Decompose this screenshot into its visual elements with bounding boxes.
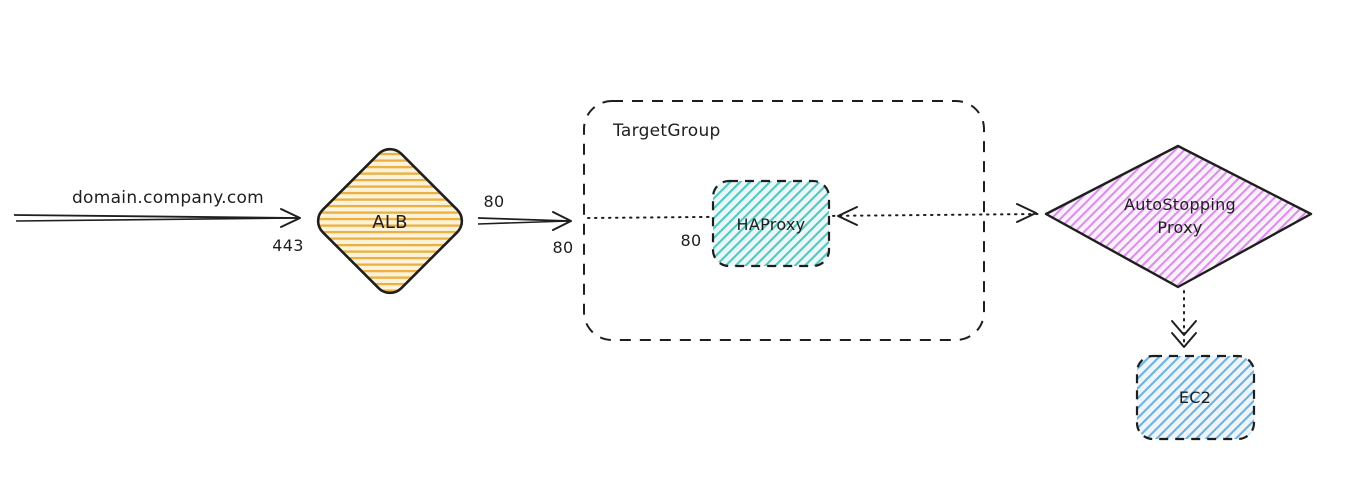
haproxy-node: HAProxy 80 — [681, 179, 831, 268]
ec2-node: EC2 — [1135, 354, 1256, 441]
alb-diamond-shape — [316, 147, 464, 295]
domain-label: domain.company.com — [72, 188, 264, 208]
connector-arrowhead-right-icon — [1016, 203, 1037, 223]
autostopping-label-line1: AutoStopping — [1124, 195, 1236, 214]
ingress-arrow-line-sketch — [15, 217, 299, 222]
down-arrowhead-upper-icon — [1171, 320, 1197, 336]
ec2-box-shape — [1135, 354, 1256, 441]
alb-targetgroup-arrow-line-sketch — [477, 220, 570, 225]
connector-arrowhead-left-icon — [837, 206, 858, 226]
ingress-arrowhead-icon — [280, 208, 301, 228]
port-80-at-alb-label: 80 — [484, 192, 505, 211]
ingress-arrow-line — [13, 214, 299, 219]
haproxy-port-80-label: 80 — [681, 231, 702, 250]
ingress-arrow: domain.company.com 443 — [13, 188, 303, 255]
autostopping-diamond-shape — [1044, 144, 1313, 289]
autostopping-ec2-arrow — [1171, 290, 1197, 348]
down-arrowhead-lower-icon — [1171, 332, 1197, 348]
haproxy-autostopping-connector — [587, 203, 1042, 226]
port-80-at-targetgroup-label: 80 — [553, 238, 574, 257]
ec2-label: EC2 — [1179, 388, 1211, 407]
targetgroup-label: TargetGroup — [612, 121, 721, 141]
haproxy-label: HAProxy — [737, 215, 806, 234]
haproxy-box-shape — [711, 179, 831, 268]
alb-targetgroup-arrow: 80 80 — [477, 192, 574, 257]
alb-targetgroup-arrowhead-icon — [552, 211, 572, 231]
autostopping-label-line2: Proxy — [1157, 218, 1202, 237]
port-443-label: 443 — [272, 236, 303, 255]
alb-label: ALB — [372, 212, 408, 233]
dotted-connector-line — [587, 213, 1042, 219]
autostopping-node: AutoStopping Proxy — [1044, 144, 1313, 289]
alb-targetgroup-arrow-line — [477, 217, 570, 222]
alb-node: ALB — [316, 147, 464, 295]
